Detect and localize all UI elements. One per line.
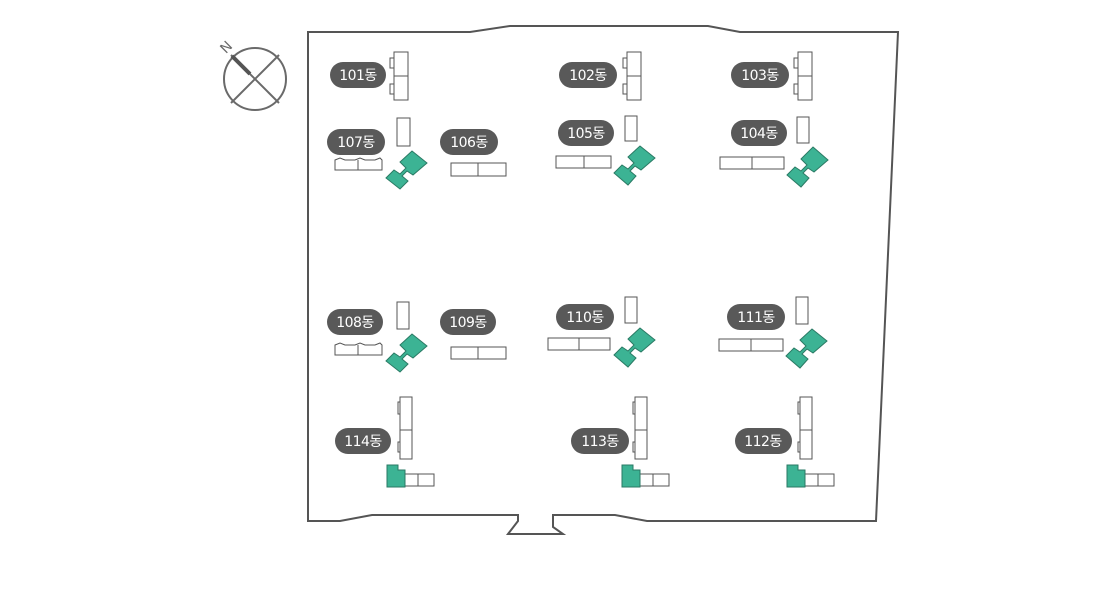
building-106[interactable]: 106동 <box>440 129 507 177</box>
svg-text:101동: 101동 <box>339 68 377 84</box>
building-101-label: 101동 <box>330 62 386 88</box>
building-106-label: 106동 <box>440 129 498 155</box>
building-104-footprint <box>719 116 829 188</box>
building-111[interactable]: 111동 <box>718 296 828 369</box>
svg-text:109동: 109동 <box>449 315 487 331</box>
building-103[interactable]: 103동 <box>731 51 813 101</box>
building-101-footprint <box>389 51 409 101</box>
site-boundary <box>307 25 900 535</box>
building-112-label: 112동 <box>735 428 792 454</box>
svg-text:113동: 113동 <box>581 434 619 450</box>
svg-text:111동: 111동 <box>737 310 775 326</box>
building-110-footprint <box>547 296 656 368</box>
building-108-label: 108동 <box>327 309 383 335</box>
building-114-label: 114동 <box>335 428 391 454</box>
svg-text:107동: 107동 <box>337 135 375 151</box>
building-102-footprint <box>622 51 642 101</box>
building-105[interactable]: 105동 <box>555 115 656 186</box>
svg-text:110동: 110동 <box>566 310 604 326</box>
building-112-footprint <box>786 396 835 488</box>
building-111-label: 111동 <box>727 304 785 330</box>
svg-text:102동: 102동 <box>569 68 607 84</box>
building-105-label: 105동 <box>558 120 614 146</box>
building-108[interactable]: 108동 <box>327 301 428 373</box>
building-109-footprint <box>450 346 507 360</box>
building-114-footprint <box>386 396 435 488</box>
building-101[interactable]: 101동 <box>330 51 409 101</box>
compass-circle <box>223 47 287 111</box>
svg-text:112동: 112동 <box>744 434 782 450</box>
svg-text:108동: 108동 <box>336 315 374 331</box>
svg-text:103동: 103동 <box>741 68 779 84</box>
building-113-footprint <box>621 396 670 488</box>
building-103-footprint <box>793 51 813 101</box>
building-104[interactable]: 104동 <box>719 116 829 188</box>
building-110-label: 110동 <box>556 304 614 330</box>
building-109-label: 109동 <box>440 309 496 335</box>
svg-text:106동: 106동 <box>450 135 488 151</box>
building-104-label: 104동 <box>731 120 787 146</box>
svg-text:104동: 104동 <box>740 126 778 142</box>
building-105-footprint <box>555 115 656 186</box>
svg-text:114동: 114동 <box>344 434 382 450</box>
building-111-footprint <box>718 296 828 369</box>
building-113-label: 113동 <box>571 428 629 454</box>
building-108-footprint <box>334 301 428 373</box>
svg-text:105동: 105동 <box>567 126 605 142</box>
building-113[interactable]: 113동 <box>571 396 670 488</box>
building-107-footprint <box>334 117 428 190</box>
building-112[interactable]: 112동 <box>735 396 835 488</box>
building-109[interactable]: 109동 <box>440 309 507 360</box>
building-102-label: 102동 <box>559 62 617 88</box>
north-label: N <box>217 38 236 57</box>
building-110[interactable]: 110동 <box>547 296 656 368</box>
north-needle-icon <box>230 54 252 76</box>
building-107-label: 107동 <box>327 129 385 155</box>
building-102[interactable]: 102동 <box>559 51 642 101</box>
compass: N <box>217 38 287 111</box>
building-114[interactable]: 114동 <box>335 396 435 488</box>
building-103-label: 103동 <box>731 62 789 88</box>
building-107[interactable]: 107동 <box>327 117 428 190</box>
building-106-footprint <box>450 162 507 177</box>
